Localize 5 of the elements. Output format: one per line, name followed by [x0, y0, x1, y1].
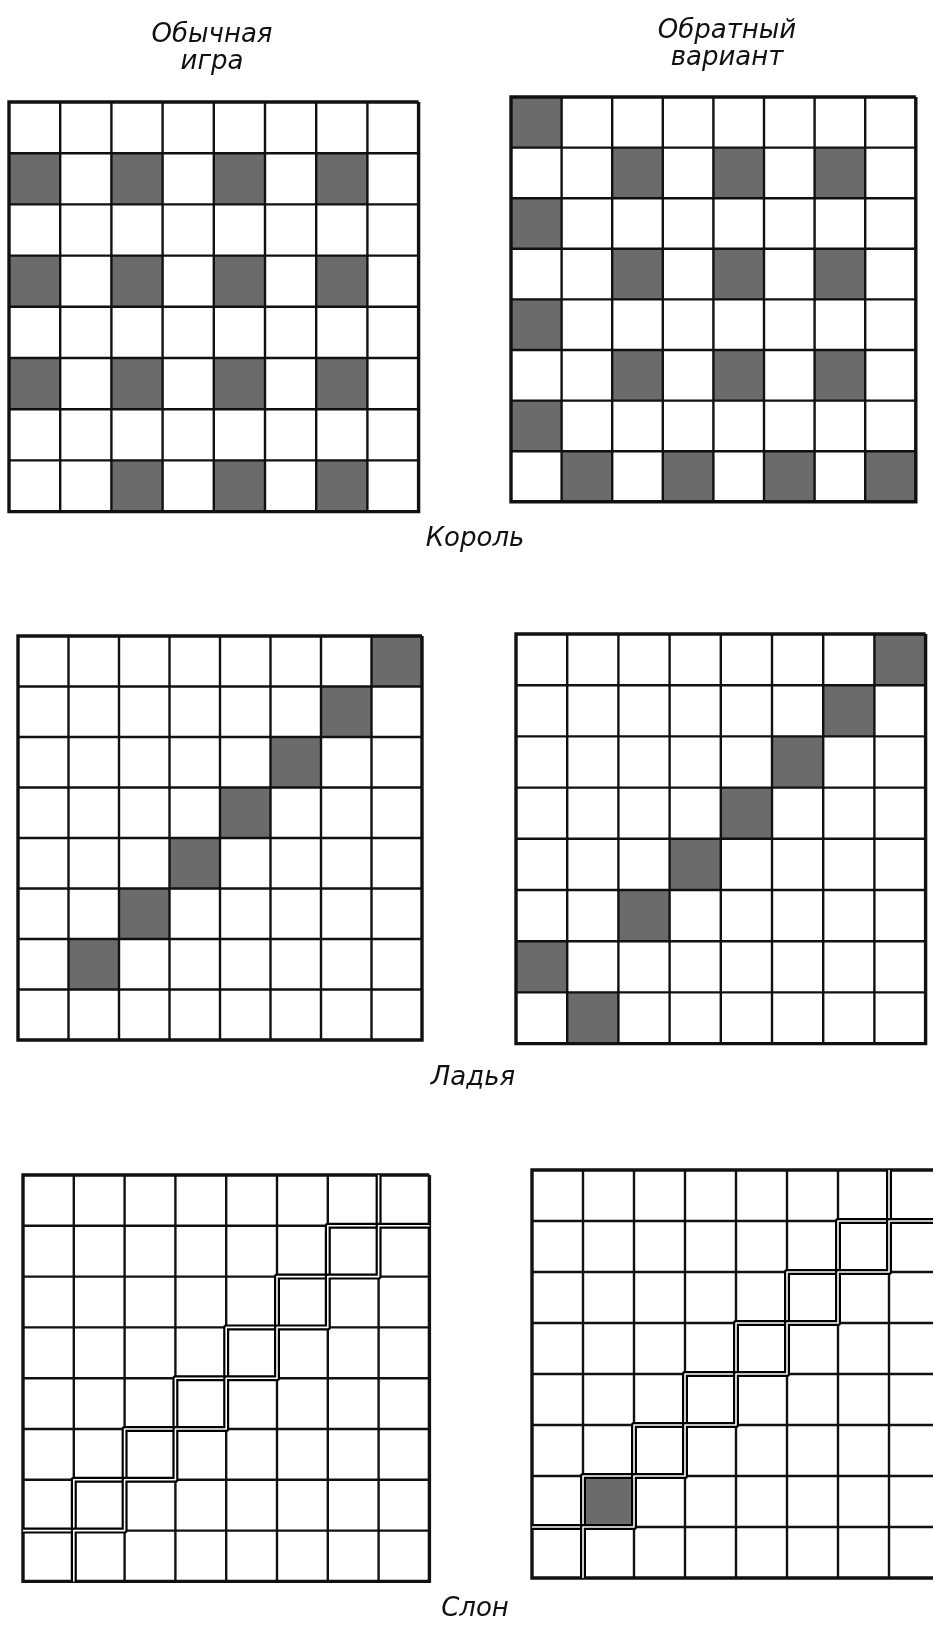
piece-caption: Слон: [440, 1594, 510, 1621]
column-heading: Обычная игра: [150, 20, 274, 74]
piece-caption: Ладья: [429, 1063, 517, 1090]
column-heading: Обратный вариант: [656, 16, 798, 70]
piece-caption: Король: [424, 524, 526, 551]
